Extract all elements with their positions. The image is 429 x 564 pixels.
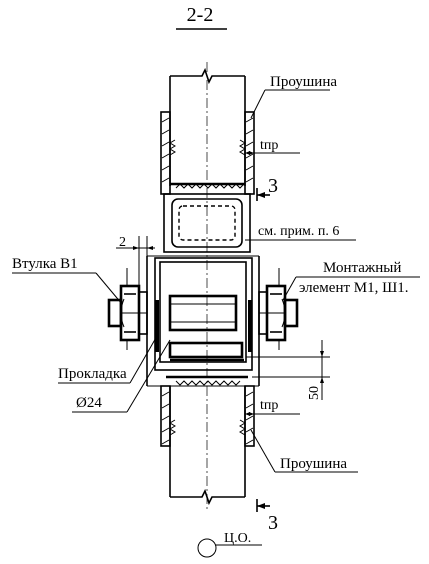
label-dim-50: 50: [307, 386, 322, 400]
label-see-note: см. прим. п. 6: [258, 224, 339, 239]
leaders: [12, 89, 420, 558]
label-section-3-bottom: 3: [268, 512, 278, 534]
lower-eyelet-plates: [160, 385, 255, 447]
label-dim-2: 2: [119, 235, 126, 250]
label-eyelet-top: Проушина: [270, 74, 337, 90]
joint-section: [163, 193, 251, 253]
section-title: 2-2: [187, 4, 214, 26]
label-tpr-top: tпр: [260, 138, 278, 153]
label-diameter: Ø24: [76, 395, 102, 411]
label-bushing: Втулка В1: [12, 256, 78, 272]
label-tpr-bottom: tпр: [260, 398, 278, 413]
left-bolt: [107, 268, 148, 350]
label-center-mark: Ц.О.: [224, 531, 251, 546]
label-section-3-top: 3: [268, 175, 278, 197]
joint-assembly: [146, 255, 260, 387]
upper-eyelet-plates: [160, 111, 255, 195]
upper-tube: [169, 67, 246, 186]
label-gasket: Прокладка: [58, 366, 127, 382]
label-mounting-line1: Монтажный: [323, 260, 401, 276]
labels: Проушина tпр 3 см. прим. п. 6 Втулка В1 …: [12, 74, 409, 546]
right-bolt: [258, 268, 299, 350]
weld-band-top: [175, 183, 245, 189]
label-mounting-line2: элемент М1, Ш1.: [299, 280, 409, 296]
label-eyelet-bottom: Проушина: [280, 456, 347, 472]
